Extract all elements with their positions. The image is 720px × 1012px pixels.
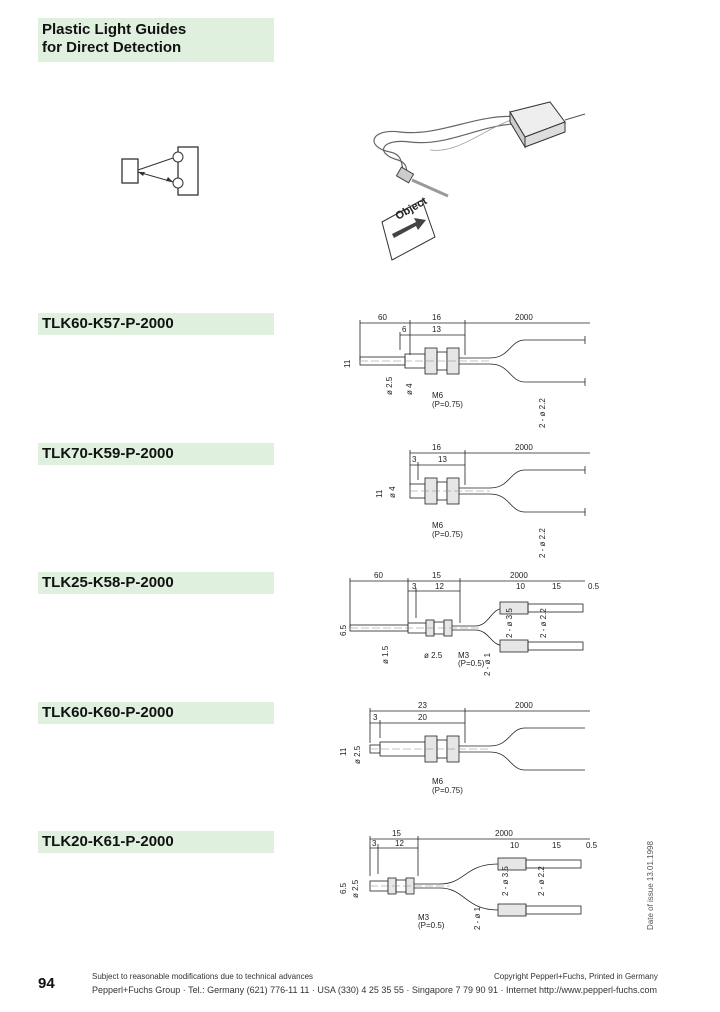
model-band-5: TLK20-K61-P-2000 — [38, 831, 274, 853]
dim-label: 12 — [435, 582, 444, 591]
dim-label: 20 — [418, 713, 427, 722]
page-title: Plastic Light Guides for Direct Detectio… — [42, 21, 187, 56]
dimension-drawing-5: 15 3 12 2000 10 15 0.5 6.5 ø 2.5 M3 (P=0… — [339, 829, 598, 930]
model-band-3: TLK25-K58-P-2000 — [38, 572, 274, 594]
model-band-4: TLK60-K60-P-2000 — [38, 702, 274, 724]
dim-label: 2 - ø 2.2 — [537, 866, 546, 896]
dim-label: 0.5 — [586, 841, 598, 850]
dim-label: (P=0.75) — [432, 786, 463, 795]
page-number: 94 — [38, 975, 55, 992]
dim-label: M3 — [458, 651, 470, 660]
dim-label: 6.5 — [339, 882, 348, 894]
dim-label: ø 1.5 — [381, 645, 390, 664]
dim-label: ø 2.5 — [353, 745, 362, 764]
dim-label: 3 — [373, 713, 378, 722]
contact-line: Pepperl+Fuchs Group · Tel.: Germany (621… — [92, 985, 658, 995]
model-title: TLK25-K58-P-2000 — [42, 574, 174, 591]
dim-label: M3 — [418, 913, 430, 922]
dim-label: 15 — [432, 571, 441, 580]
dim-label: 6.5 — [339, 624, 348, 636]
dim-label: 11 — [339, 747, 348, 756]
dim-label: 2 - ø 2.2 — [538, 528, 547, 558]
dim-label: 2000 — [510, 571, 528, 580]
dim-label: 11 — [375, 489, 384, 498]
dim-label: 3 — [372, 839, 377, 848]
dim-label: 2 - ø 3.5 — [501, 866, 510, 896]
dim-label: 13 — [438, 455, 447, 464]
dim-label: 2000 — [515, 443, 533, 452]
dim-label: 2 - ø 1 — [473, 906, 482, 930]
model-band-1: TLK60-K57-P-2000 — [38, 313, 274, 335]
dim-label: 23 — [418, 701, 427, 710]
dim-label: 2000 — [495, 829, 513, 838]
dim-label: 2000 — [515, 701, 533, 710]
dim-label: 15 — [552, 582, 561, 591]
dim-label: 2 - ø 2.2 — [539, 608, 548, 638]
dim-label: 3 — [412, 582, 417, 591]
dimension-drawing-1: 60 16 6 13 2000 11 ø 2.5 ø 4 M6 (P=0.75)… — [343, 313, 590, 428]
model-band-2: TLK70-K59-P-2000 — [38, 443, 274, 465]
dim-label: ø 4 — [388, 486, 397, 498]
dim-label: 2 - ø 2.2 — [538, 398, 547, 428]
date-of-issue: Date of issue 13.01.1998 — [646, 841, 655, 930]
dim-label: 2 - ø 1 — [483, 652, 492, 676]
dim-label: 3 — [412, 455, 417, 464]
model-title: TLK60-K60-P-2000 — [42, 704, 174, 721]
page-title-band: Plastic Light Guides for Direct Detectio… — [38, 18, 274, 62]
dim-label: 10 — [516, 582, 525, 591]
dim-label: (P=0.5) — [418, 921, 445, 930]
dim-label: (P=0.75) — [432, 530, 463, 539]
dim-label: 2000 — [515, 313, 533, 322]
dim-label: 2 - ø 3.5 — [505, 608, 514, 638]
dim-label: 12 — [395, 839, 404, 848]
dim-label: 16 — [432, 443, 441, 452]
disclaimer: Subject to reasonable modifications due … — [92, 972, 314, 981]
model-title: TLK70-K59-P-2000 — [42, 445, 174, 462]
dim-label: 11 — [343, 359, 352, 368]
dim-label: M6 — [432, 521, 444, 530]
dim-label: 6 — [402, 325, 407, 334]
dim-label: 16 — [432, 313, 441, 322]
dimension-drawing-4: 23 3 20 2000 11 ø 2.5 M6 (P=0.75) — [339, 701, 590, 795]
reflection-schematic-icon — [121, 146, 199, 196]
sensor-illustration: Object — [373, 101, 586, 261]
dim-label: 60 — [378, 313, 387, 322]
dim-label: 15 — [392, 829, 401, 838]
dim-label: M6 — [432, 391, 444, 400]
dimension-drawing-3: 60 15 3 12 2000 10 15 0.5 6.5 ø 1.5 ø 2.… — [339, 571, 600, 676]
dim-label: ø 2.5 — [424, 651, 443, 660]
dim-label: 15 — [552, 841, 561, 850]
dim-label: 13 — [432, 325, 441, 334]
dim-label: 10 — [510, 841, 519, 850]
dim-label: ø 2.5 — [385, 376, 394, 395]
dimension-drawing-2: 16 3 13 2000 11 ø 4 M6 (P=0.75) 2 - ø 2.… — [375, 443, 590, 558]
dim-label: (P=0.5) — [458, 659, 485, 668]
model-title: TLK60-K57-P-2000 — [42, 315, 174, 332]
dim-label: ø 2.5 — [351, 879, 360, 898]
dim-label: 0.5 — [588, 582, 600, 591]
model-title: TLK20-K61-P-2000 — [42, 833, 174, 850]
dim-label: 60 — [374, 571, 383, 580]
dim-label: ø 4 — [405, 383, 414, 395]
dim-label: M6 — [432, 777, 444, 786]
copyright: Copyright Pepperl+Fuchs, Printed in Germ… — [494, 972, 658, 981]
dim-label: (P=0.75) — [432, 400, 463, 409]
